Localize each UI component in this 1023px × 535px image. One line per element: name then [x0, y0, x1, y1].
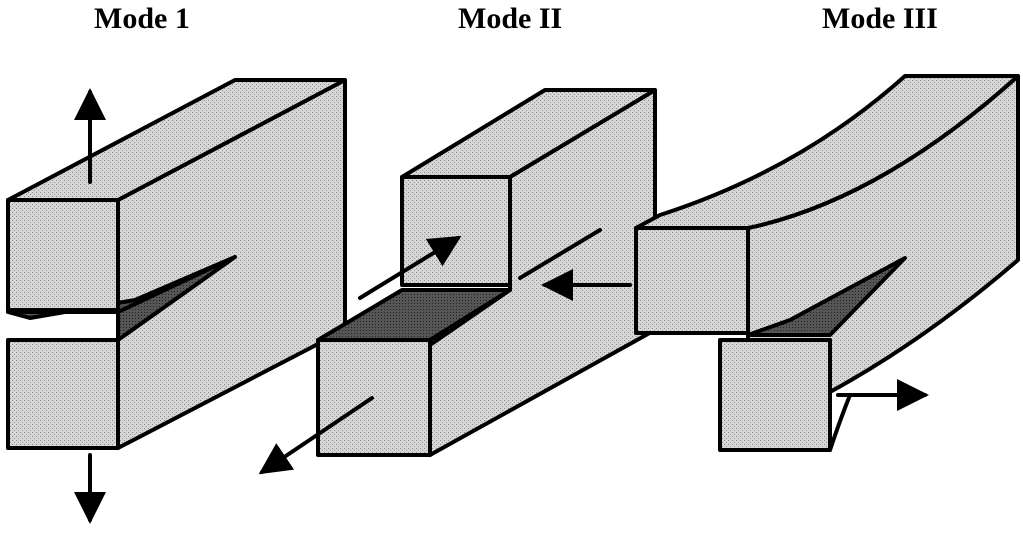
mode-1-crack-wedge [116, 255, 237, 342]
mode-3-lower-tail-edge [828, 393, 852, 452]
mode-3-lower-front-face [718, 338, 832, 452]
mode-1-label: Mode 1 [94, 2, 190, 35]
mode-1-upper-front-face [6, 198, 120, 312]
mode-1-specimen [6, 78, 347, 524]
mode-2-forward-arrow [258, 396, 374, 475]
mode-2-back-arrow [358, 235, 462, 300]
mode-2-upper-front-face [400, 175, 512, 287]
mode-2-lower-front-face [316, 338, 432, 457]
mode-1-lower-front-face [6, 338, 120, 450]
mode-2-crack-line [518, 228, 602, 280]
mode-3-crack-surface [746, 256, 907, 337]
mode-3-specimen [541, 74, 1020, 452]
mode-3-label: Mode III [822, 2, 938, 35]
mode-3-upper-front-face [634, 226, 750, 335]
mode-2-specimen [258, 88, 657, 475]
mode-2-label: Mode II [458, 2, 563, 35]
mode-3-top-face [634, 74, 1020, 230]
